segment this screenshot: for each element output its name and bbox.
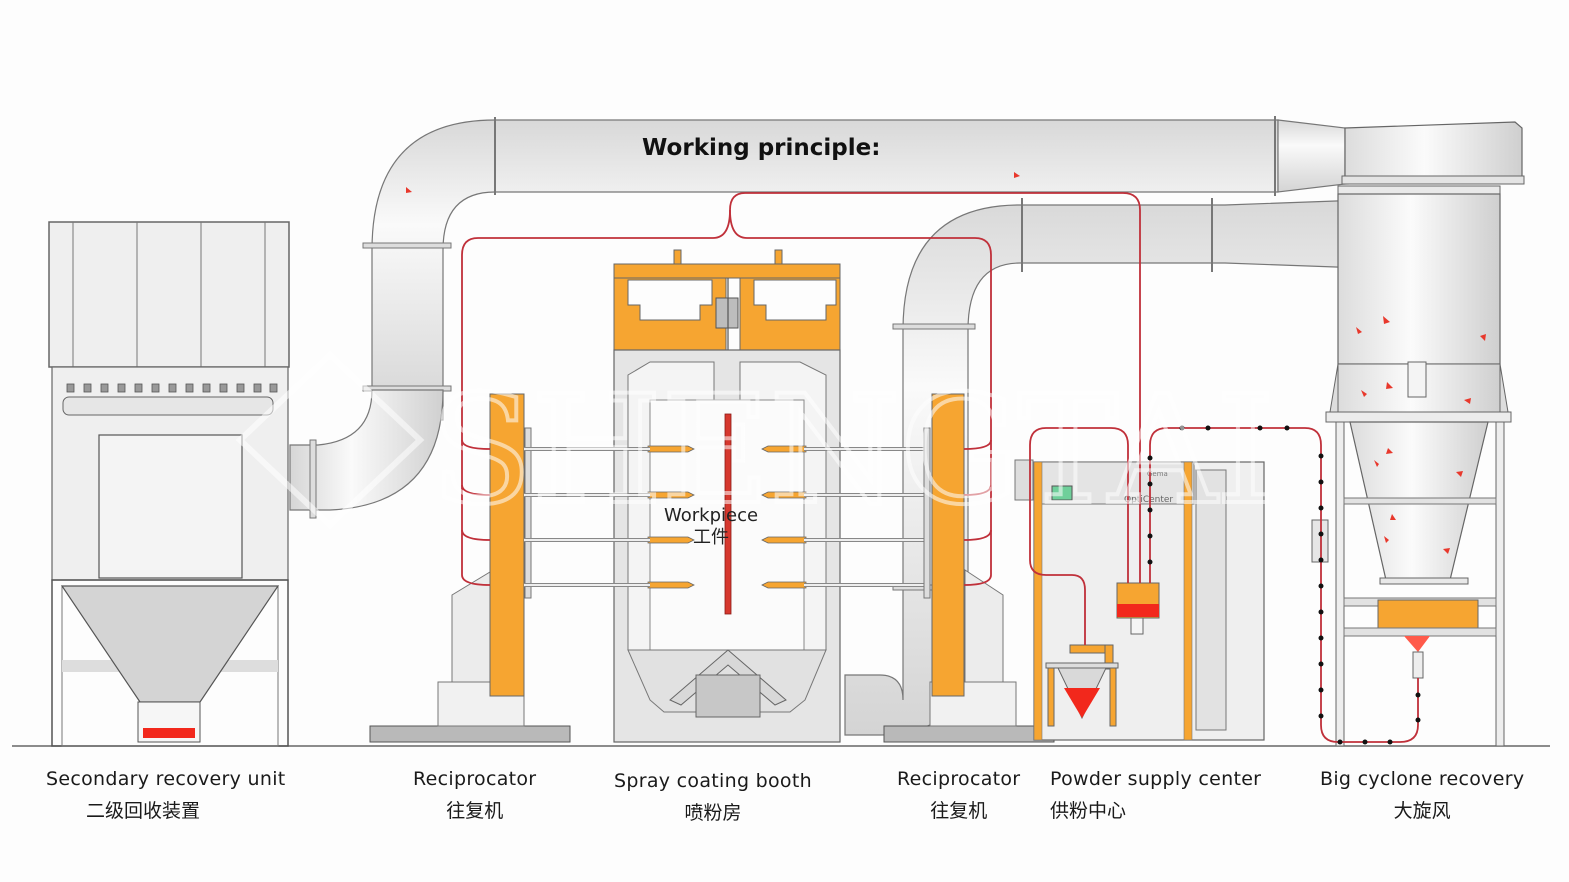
label-zh: 供粉中心 bbox=[1050, 800, 1127, 822]
label-en: Spray coating booth bbox=[614, 770, 812, 792]
secondary-recovery-unit bbox=[48, 221, 290, 747]
main-exhaust-duct bbox=[289, 116, 1346, 519]
watermark-text: SHENGTAI bbox=[430, 364, 1275, 538]
label-zh: 往复机 bbox=[930, 800, 988, 822]
label-en: Powder supply center bbox=[1050, 768, 1262, 790]
label-right-reciprocator: Reciprocator 往复机 bbox=[897, 768, 1020, 823]
powder-supply-center: OptiCenter Gema bbox=[1014, 459, 1265, 741]
label-big-cyclone: Big cyclone recovery 大旋风 bbox=[1320, 768, 1524, 823]
workpiece-label: Workpiece 工件 bbox=[664, 505, 758, 549]
gema-label: Gema bbox=[1147, 470, 1168, 478]
diagram-title: Working principle: bbox=[642, 135, 881, 161]
right-reciprocator bbox=[883, 393, 1055, 743]
label-en: Reciprocator bbox=[897, 768, 1021, 790]
opticenter-label: OptiCenter bbox=[1124, 495, 1173, 505]
label-zh: 大旋风 bbox=[1393, 800, 1451, 822]
label-secondary-recovery-unit: Secondary recovery unit 二级回收装置 bbox=[46, 768, 286, 823]
big-cyclone bbox=[1311, 121, 1525, 747]
airflow-arrows bbox=[406, 172, 1486, 554]
left-reciprocator bbox=[369, 393, 571, 743]
workpiece-label-en: Workpiece bbox=[664, 505, 759, 526]
label-zh: 二级回收装置 bbox=[86, 800, 201, 822]
watermark: SHENGTAI bbox=[235, 350, 1277, 540]
label-en: Big cyclone recovery bbox=[1320, 768, 1525, 790]
label-en: Secondary recovery unit bbox=[46, 768, 286, 790]
label-zh: 喷粉房 bbox=[684, 802, 742, 824]
hose-dots bbox=[1147, 425, 1421, 745]
label-zh: 往复机 bbox=[446, 800, 504, 822]
label-left-reciprocator: Reciprocator 往复机 bbox=[413, 768, 536, 823]
label-spray-booth: Spray coating booth 喷粉房 bbox=[614, 770, 812, 825]
workpiece-label-zh: 工件 bbox=[693, 527, 730, 548]
label-en: Reciprocator bbox=[413, 768, 537, 790]
spray-booth bbox=[524, 249, 930, 743]
label-powder-supply-center: Powder supply center 供粉中心 bbox=[1050, 768, 1261, 823]
